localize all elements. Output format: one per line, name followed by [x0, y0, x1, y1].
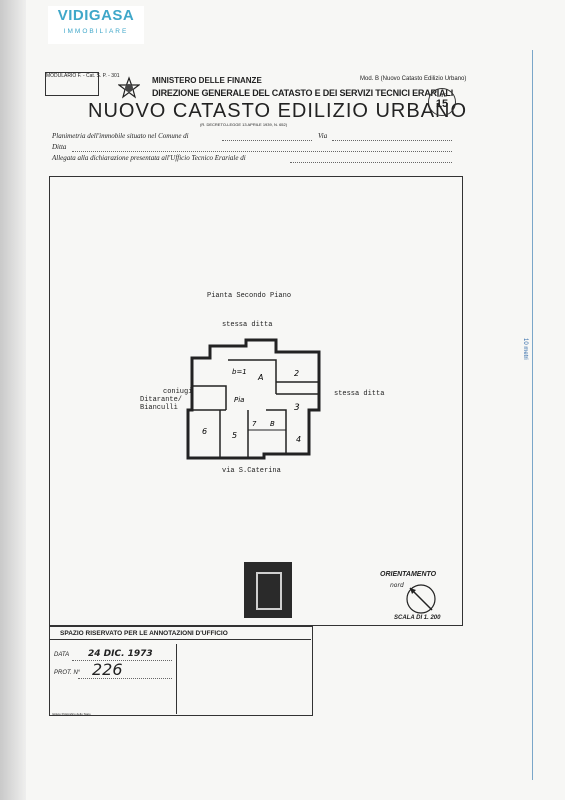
- scale-label: SCALA DI 1. 200: [394, 615, 441, 621]
- dotted-line: [72, 151, 452, 152]
- modulario-box: MODULARIO F. - Cat. S. P. - 301: [45, 72, 120, 96]
- dimension-line: [532, 50, 533, 780]
- office-title: SPAZIO RISERVATO PER LE ANNOTAZIONI D'UF…: [60, 630, 228, 637]
- stamp-mark: [244, 562, 292, 618]
- ministry-title: MINISTERO DELLE FINANZE: [152, 76, 262, 85]
- stamp-inner: [256, 572, 282, 610]
- room-label: 5: [232, 431, 237, 440]
- room-label: 2: [294, 369, 299, 378]
- prot-label: PROT. N°: [54, 670, 81, 676]
- direction-title: DIREZIONE GENERALE DEL CATASTO E DEI SER…: [152, 88, 453, 98]
- scan-edge: [0, 0, 26, 800]
- floor-plan: b=1 A 2 3 4 5 6 7 Pia B: [186, 338, 321, 460]
- office-box: [49, 626, 313, 716]
- north-neighbor-label: stessa ditta: [222, 321, 273, 329]
- logo: VIDIGASA IMMOBILIARE: [48, 6, 144, 44]
- decree-note: (R. DECRETO-LEGGE 13 APRILE 1939, N. 652…: [200, 122, 288, 127]
- room-label: A: [257, 373, 263, 382]
- room-label: 4: [296, 435, 301, 444]
- compass-icon: [406, 584, 436, 614]
- plan-title: Pianta Secondo Piano: [207, 292, 292, 300]
- printer-note: Istituto Poligrafico dello Stato: [52, 712, 91, 716]
- west-label-3: Biancullì: [140, 404, 178, 412]
- west-label-1: coniugi: [163, 388, 193, 396]
- dimension-note: 10 metri: [522, 338, 528, 360]
- lire-label: Lire: [436, 93, 447, 99]
- plan-frame: [49, 176, 463, 626]
- field-via: Via: [318, 132, 328, 140]
- dotted-line: [78, 678, 172, 679]
- office-header: [49, 627, 311, 640]
- office-divider: [176, 644, 177, 714]
- orientation-title: ORIENTAMENTO: [380, 571, 437, 578]
- west-label-2: Ditarante/: [140, 396, 183, 404]
- data-value: 24 DIC. 1973: [88, 649, 153, 659]
- prot-value: 226: [92, 660, 123, 679]
- field-planimetria: Planimetria dell'immobile situato nel Co…: [52, 132, 189, 140]
- north-label: nord: [390, 582, 404, 589]
- dotted-line: [72, 660, 172, 661]
- logo-tagline: IMMOBILIARE: [63, 28, 129, 35]
- field-allegata: Allegata alla dichiarazione presentata a…: [52, 154, 246, 162]
- room-label: Pia: [234, 396, 244, 404]
- logo-name: VIDIGASA: [57, 7, 135, 24]
- east-neighbor-label: stessa ditta: [334, 390, 385, 398]
- state-emblem-icon: [118, 76, 140, 99]
- model-label: Mod. B (Nuovo Catasto Edilizio Urbano): [360, 76, 467, 82]
- dotted-line: [332, 140, 452, 141]
- room-label: B: [270, 420, 275, 428]
- street-label: via S.Caterina: [222, 467, 281, 475]
- document-title: NUOVO CATASTO EDILIZIO URBANO: [88, 100, 468, 122]
- data-label: DATA: [54, 652, 70, 658]
- dotted-line: [290, 162, 452, 163]
- room-label: b=1: [232, 368, 247, 376]
- room-label: 6: [202, 427, 207, 436]
- field-ditta: Ditta: [52, 143, 67, 151]
- lire-stamp: Lire 15: [428, 88, 456, 116]
- room-label: 7: [252, 420, 257, 428]
- room-label: 3: [294, 403, 300, 413]
- lire-value: 15: [435, 98, 449, 110]
- dotted-line: [222, 140, 312, 141]
